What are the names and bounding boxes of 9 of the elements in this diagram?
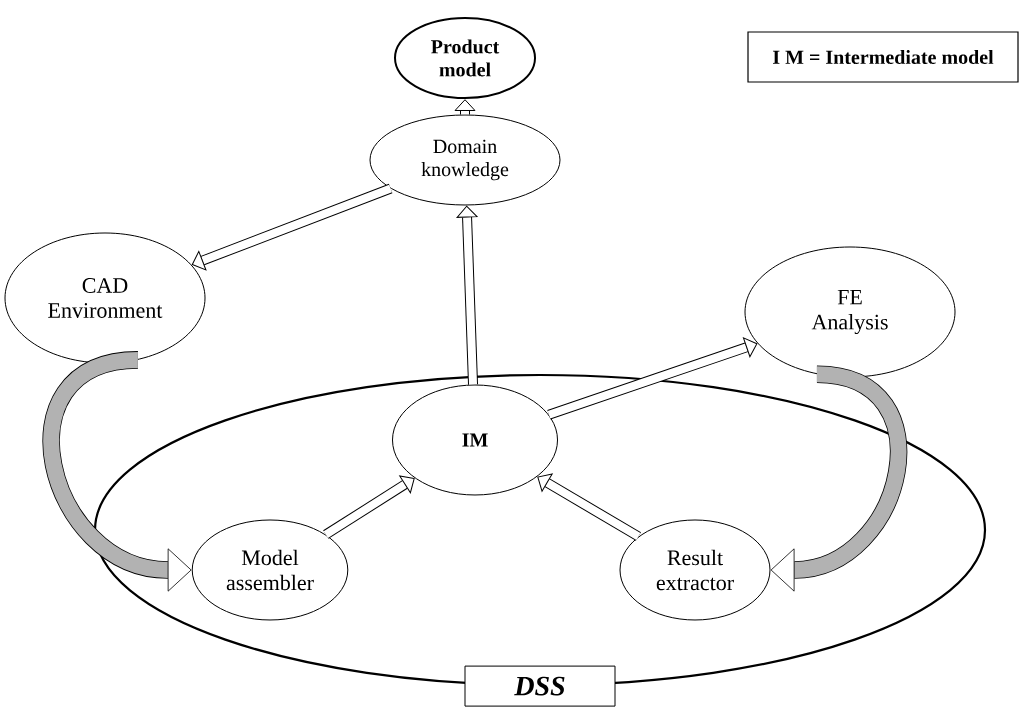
block-arrow <box>537 473 641 541</box>
block-arrow <box>456 205 478 385</box>
note-box: I M = Intermediate model <box>747 31 1019 83</box>
block-arrow <box>323 475 415 539</box>
curved-block-arrow <box>42 351 192 592</box>
block-arrow <box>454 99 476 115</box>
block-arrow <box>191 183 393 271</box>
curved-block-arrow <box>770 365 908 592</box>
block-arrow <box>547 337 758 420</box>
